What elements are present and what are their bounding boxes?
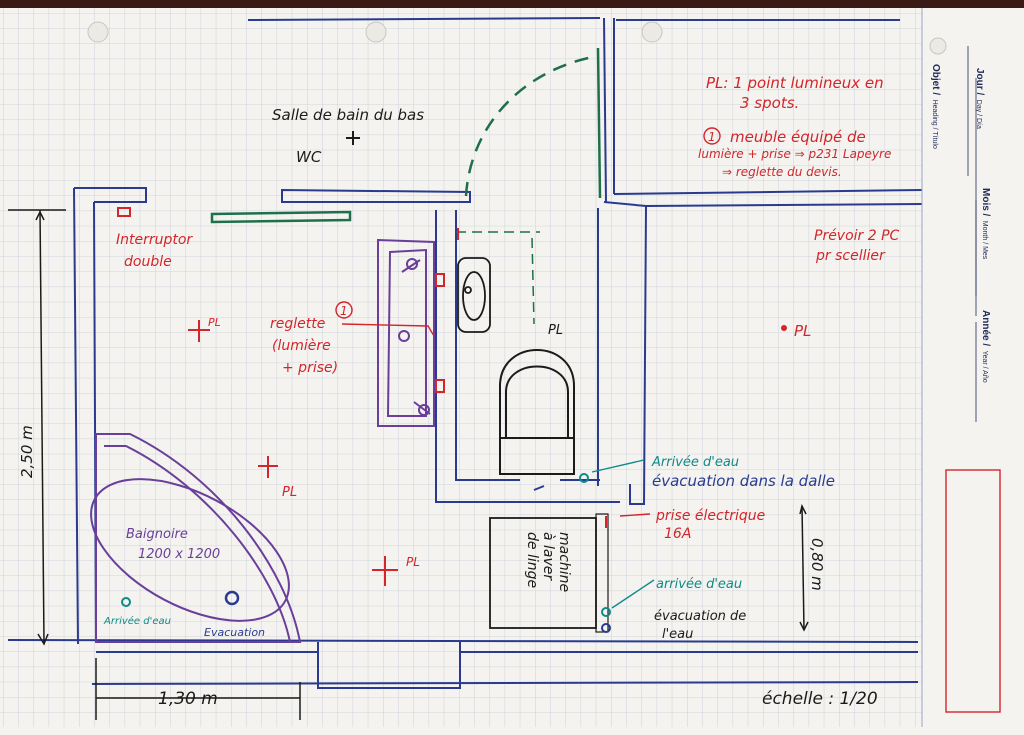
reglette-label-3: + prise) — [282, 360, 338, 376]
machine-label: machine — [556, 532, 572, 592]
note-pc: Prévoir 2 PC — [814, 228, 900, 244]
margin-annee: Année / Year / Año — [980, 310, 991, 383]
machine-label-2: à laver — [540, 532, 556, 581]
note-pc-2: pr scellier — [815, 248, 886, 264]
height-dimension: 2,50 m — [18, 425, 36, 478]
machine-dimension: 0,80 m — [808, 538, 826, 591]
washing-machine — [489, 513, 609, 633]
wc-label: WC — [296, 148, 322, 166]
width-dimension: 1,30 m — [158, 689, 218, 709]
tub-drain-label: Evacuation — [204, 626, 265, 639]
graph-paper-sheet: Salle de bain du bas WC Interruptor doub… — [0, 8, 1024, 727]
switch-label: Interruptor — [116, 232, 193, 248]
reglette-number: 1 — [340, 304, 348, 318]
pl-label: PL — [548, 323, 563, 338]
note-pl: PL: 1 point lumineux en — [706, 74, 884, 92]
socket-amperage: 16A — [664, 526, 691, 542]
floor-plan-drawing: Salle de bain du bas WC Interruptor doub… — [0, 8, 923, 727]
reglette-number-circle — [335, 301, 353, 319]
binder-hole — [87, 21, 109, 43]
margin-lines — [929, 37, 1001, 713]
wash-basin — [457, 257, 491, 333]
reglette-label: reglette — [270, 316, 325, 332]
binder-hole — [365, 21, 387, 43]
bathtub-size: 1200 x 1200 — [138, 547, 220, 562]
grid-paper — [0, 8, 922, 727]
top-edge-bar — [0, 0, 1024, 8]
water-inlet-tub — [121, 597, 131, 607]
water-inlet-wc — [579, 473, 589, 483]
bathtub — [90, 433, 302, 643]
note-meuble-2: lumière + prise ⇒ p231 Lapeyre — [698, 147, 891, 161]
dimension-lines — [8, 209, 809, 720]
note-meuble-3: ⇒ reglette du devis. — [722, 165, 842, 179]
drain-machine — [601, 623, 611, 633]
scale-label: échelle : 1/20 — [762, 689, 878, 709]
drain-tub — [224, 590, 240, 606]
wc-drain-label: évacuation dans la dalle — [652, 472, 835, 490]
room-walls — [7, 187, 919, 689]
water-inlet-machine — [601, 607, 611, 617]
pl-label: PL — [794, 322, 811, 340]
binder-hole — [641, 21, 663, 43]
machine-label-3: de linge — [524, 532, 540, 588]
pl-label: PL — [406, 555, 420, 569]
machine-drain-label: évacuation de — [654, 609, 746, 624]
room-title: Salle de bain du bas — [272, 106, 424, 124]
socket-label: prise électrique — [655, 508, 765, 524]
switch-label-2: double — [124, 254, 172, 270]
machine-drain-label-2: l'eau — [662, 627, 693, 642]
note-meuble: meuble équipé de — [730, 128, 866, 146]
leader-lines — [341, 323, 655, 609]
machine-water-in-label: arrivée d'eau — [656, 577, 742, 592]
bathtub-label: Baignoire — [126, 527, 188, 542]
light-points — [188, 131, 398, 586]
pl-label: PL — [208, 316, 221, 329]
note-number-circle — [703, 127, 721, 145]
drain-wc-mark — [533, 485, 545, 491]
note-number: 1 — [708, 130, 716, 144]
toilet — [499, 349, 575, 475]
top-walls — [247, 17, 923, 207]
pl-label: PL — [282, 485, 297, 500]
margin-mois: Mois / Month / Mes — [980, 188, 991, 260]
light-point-dot — [781, 325, 787, 331]
reglette-label-2: (lumière — [272, 338, 331, 354]
tub-water-in-label: Arrivée d'eau — [103, 615, 171, 627]
note-pl-2: 3 spots. — [740, 94, 799, 112]
wc-water-in-label: Arrivée d'eau — [651, 455, 739, 470]
switch-marks — [117, 207, 607, 528]
vanity-unit — [377, 238, 435, 427]
door-and-window — [210, 47, 602, 325]
